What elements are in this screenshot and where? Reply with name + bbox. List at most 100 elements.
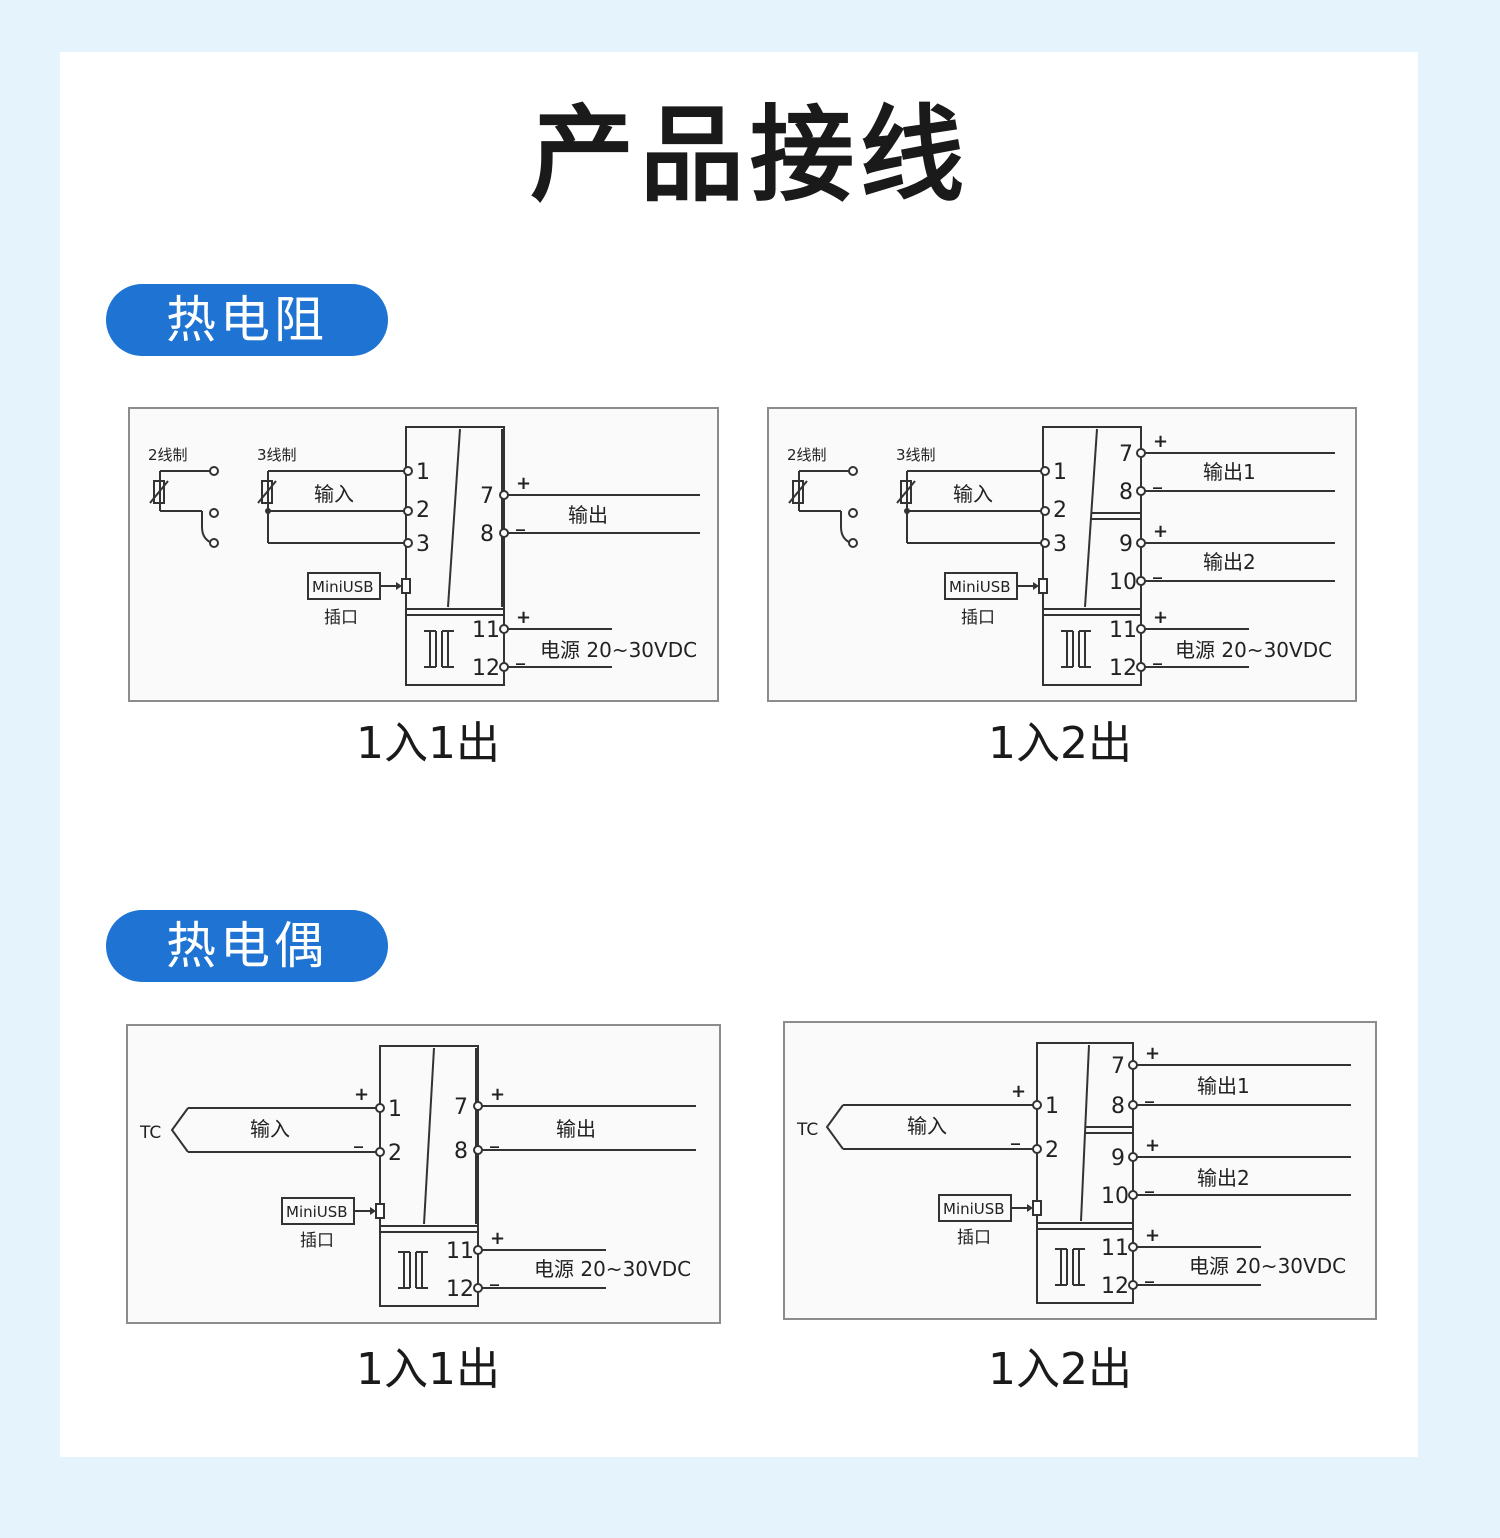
power-label: 电源 20~30VDC	[540, 638, 697, 662]
diagram-text: MiniUSB	[949, 578, 1011, 596]
output-label: 输出	[568, 503, 608, 527]
diagram-text: 电源 20~30VDC	[1175, 638, 1332, 662]
diagram-text: 7	[1111, 1054, 1125, 1079]
diagram-text: MiniUSB	[286, 1203, 348, 1221]
diagram-text: 2	[1053, 498, 1067, 523]
diagram-text: +	[1153, 607, 1168, 628]
diagram-text: _	[1145, 1173, 1154, 1194]
wiring-diagram-tc-1in1out: TC 输入 + _ 1 2 MiniUSB 插口 7 + 8 _ 输出 11 +…	[126, 1024, 721, 1324]
diagram-text: 8	[1111, 1094, 1125, 1119]
diagram-text: _	[1153, 645, 1162, 666]
diagram-text: 11	[446, 1239, 474, 1264]
diagram-text: 10	[1109, 570, 1137, 595]
diagram-text: _	[354, 1128, 363, 1149]
diagram-text: 7	[454, 1095, 468, 1120]
diagram-text: 2线制	[787, 446, 827, 464]
diagram-text: TC	[796, 1120, 818, 1140]
diagram-text: 电源 20~30VDC	[534, 1257, 691, 1281]
diagram-text: _	[490, 1266, 499, 1287]
diagram-text: 12	[446, 1277, 474, 1302]
diagram-text: 电源 20~30VDC	[1189, 1254, 1346, 1278]
section-badge-rtd: 热电阻	[106, 284, 388, 356]
isolation-icon	[1061, 630, 1091, 668]
page-title: 产品接线	[529, 94, 970, 216]
diagram-text: 插口	[961, 608, 995, 628]
diagram-text: 12	[1109, 656, 1137, 681]
diagram-text: _	[516, 511, 525, 532]
diagram-text: 1	[1045, 1094, 1059, 1119]
diagram-text: +	[516, 607, 531, 628]
diagram-text: 1	[388, 1097, 402, 1122]
resistor-icon	[900, 480, 912, 504]
diagram-text: 1	[416, 460, 430, 485]
diagram-caption: 1入2出	[988, 1344, 1132, 1395]
diagram-caption: 1入1出	[356, 1344, 500, 1395]
isolation-icon	[398, 1251, 428, 1289]
diagram-text: 7	[480, 484, 494, 509]
diagram-text: _	[1153, 469, 1162, 490]
diagram-text: +	[516, 473, 531, 494]
diagram-text: 输出2	[1203, 550, 1256, 574]
diagram-text: 2	[1045, 1138, 1059, 1163]
isolator-module	[1042, 426, 1142, 686]
diagram-text: 8	[1119, 480, 1133, 505]
diagram-text: +	[354, 1084, 369, 1105]
diagram-text: 3线制	[896, 446, 936, 464]
diagram-text: 11	[472, 618, 500, 643]
diagram-text: +	[1153, 431, 1168, 452]
wiring-diagram-tc-1in2out: TC 输入 + _ 1 2 MiniUSB 插口 7 + 8 _ 输出1 9 +…	[783, 1021, 1377, 1320]
resistor-icon	[153, 480, 165, 504]
diagram-caption: 1入2出	[988, 718, 1132, 769]
diagram-text: 输出1	[1197, 1074, 1250, 1098]
diagram-text: 11	[1109, 618, 1137, 643]
diagram-text: 输入	[250, 1117, 290, 1141]
input-label: 输入	[314, 482, 354, 506]
diagram-text: _	[490, 1128, 499, 1149]
diagram-text: +	[1145, 1225, 1160, 1246]
diagram-text: _	[1145, 1083, 1154, 1104]
diagram-text: _	[516, 645, 525, 666]
diagram-text: 3	[1053, 532, 1067, 557]
wiring-diagram-rtd-1in1out: 2线制 3线制 输入 1 2 3 MiniUSB 插口	[128, 407, 719, 702]
resistor-icon	[792, 480, 804, 504]
diagram-text: +	[1153, 521, 1168, 542]
diagram-text: _	[1145, 1263, 1154, 1284]
diagram-text: 7	[1119, 442, 1133, 467]
diagram-text: 10	[1101, 1184, 1129, 1209]
diagram-text: 11	[1101, 1236, 1129, 1261]
diagram-text: 输出1	[1203, 460, 1256, 484]
diagram-text: 8	[454, 1139, 468, 1164]
diagram-text: 输入	[907, 1114, 947, 1138]
tc-label: TC	[139, 1123, 161, 1143]
diagram-text: +	[1011, 1081, 1026, 1102]
diagram-text: _	[1011, 1125, 1020, 1146]
diagram-text: +	[490, 1228, 505, 1249]
diagram-text: 1	[1053, 460, 1067, 485]
diagram-text: 9	[1111, 1146, 1125, 1171]
diagram-text: 输出	[556, 1117, 596, 1141]
diagram-text: MiniUSB	[312, 578, 374, 596]
isolation-icon	[424, 630, 454, 668]
resistor-icon	[261, 480, 273, 504]
diagram-text: 12	[1101, 1274, 1129, 1299]
diagram-text: _	[1153, 559, 1162, 580]
diagram-text: 2	[388, 1141, 402, 1166]
thermocouple-icon	[170, 1107, 189, 1153]
three-wire-label: 3线制	[257, 446, 297, 464]
diagram-text: 输入	[953, 482, 993, 506]
diagram-text: 插口	[957, 1228, 991, 1248]
thermocouple-icon	[825, 1104, 844, 1150]
diagram-caption: 1入1出	[356, 718, 500, 769]
two-wire-label: 2线制	[148, 446, 188, 464]
isolator-module	[1036, 1042, 1134, 1304]
diagram-text: +	[1145, 1135, 1160, 1156]
diagram-text: 2	[416, 498, 430, 523]
diagram-text: 9	[1119, 532, 1133, 557]
isolation-icon	[1055, 1248, 1085, 1286]
diagram-text: 3	[416, 532, 430, 557]
isolator-module	[405, 426, 505, 686]
diagram-text: +	[490, 1084, 505, 1105]
diagram-text: 12	[472, 656, 500, 681]
isolator-module	[379, 1045, 479, 1307]
diagram-text: 插口	[324, 608, 358, 628]
